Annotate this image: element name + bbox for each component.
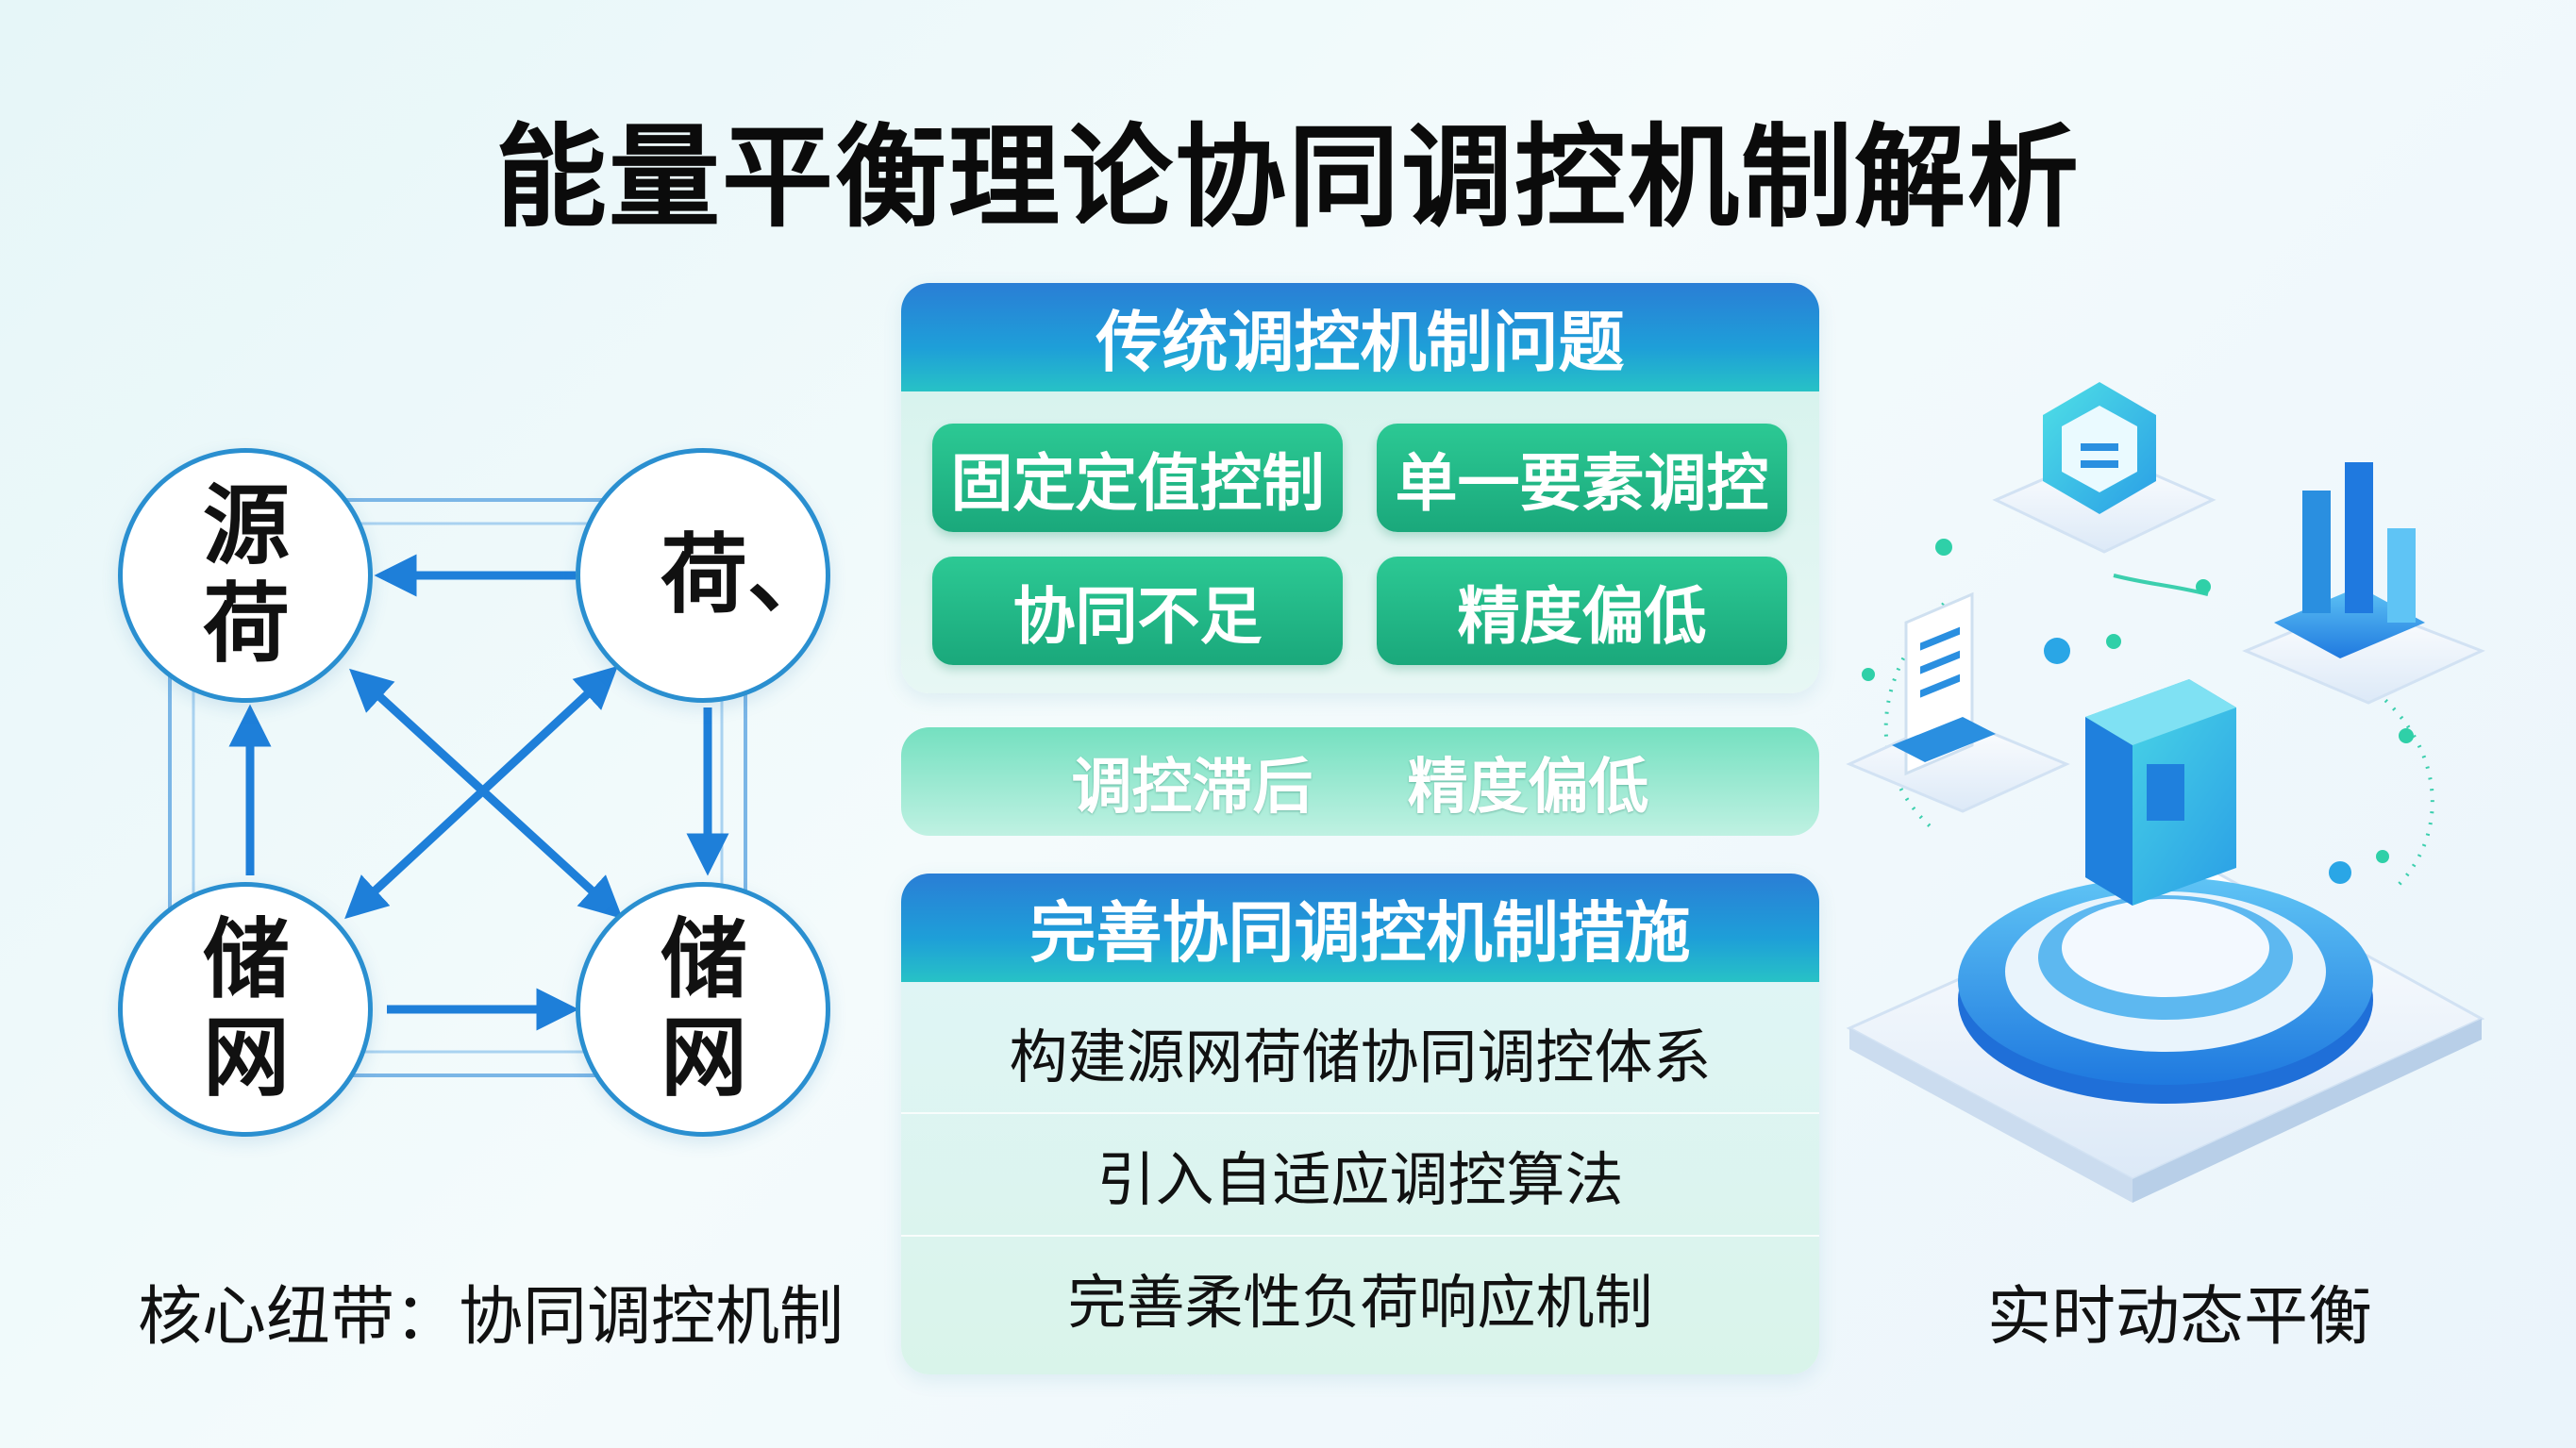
lag-bar-item: 精度偏低 <box>1407 752 1649 823</box>
node-load: 荷、 <box>576 448 835 703</box>
node-storage-grid-left: 储网 <box>118 882 373 1137</box>
measure-item: 完善柔性负荷响应机制 <box>1067 1268 1653 1337</box>
connector-arc <box>2113 574 2209 596</box>
node-dot <box>1935 539 1952 556</box>
center-block-top <box>2085 679 2236 745</box>
doc-line <box>1920 650 1960 674</box>
center-block-notch <box>2147 764 2184 821</box>
dynamic-balance-illustration <box>1831 340 2510 1226</box>
node-label: 荷、 <box>661 524 835 625</box>
center-block-face <box>2085 717 2133 906</box>
problem-item: 协同不足 <box>932 557 1343 665</box>
node-dot <box>1862 668 1875 681</box>
node-dot <box>2399 728 2414 743</box>
coordination-diagram: 源荷 荷、 储网 储网 <box>104 434 859 1151</box>
node-source-load: 源荷 <box>118 448 373 703</box>
node-dot <box>2044 638 2070 664</box>
chart-bar <box>2387 528 2416 623</box>
isometric-platform-graphic <box>1846 382 2485 1203</box>
diagram-connectors <box>168 498 747 1077</box>
problems-header: 传统调控机制问题 <box>901 283 1819 391</box>
problem-item: 固定定值控制 <box>932 424 1343 532</box>
node-label: 源荷 <box>203 475 291 674</box>
measures-list: 构建源网荷储协同调控体系 引入自适应调控算法 完善柔性负荷响应机制 <box>901 982 1819 1374</box>
measures-panel: 完善协同调控机制措施 构建源网荷储协同调控体系 引入自适应调控算法 完善柔性负荷… <box>901 874 1819 1374</box>
left-caption: 核心纽带：协同调控机制 <box>137 1280 844 1355</box>
chart-bar <box>2345 462 2373 613</box>
measure-item: 构建源网荷储协同调控体系 <box>901 991 1819 1114</box>
right-caption: 实时动态平衡 <box>1986 1280 2372 1355</box>
measures-header: 完善协同调控机制措施 <box>901 874 1819 982</box>
node-label: 储网 <box>203 909 291 1108</box>
lag-bar: 调控滞后 精度偏低 <box>901 727 1819 836</box>
lag-bar-item: 调控滞后 <box>1071 752 1313 823</box>
center-column: 传统调控机制问题 固定定值控制 单一要素调控 协同不足 精度偏低 调控滞后 精度… <box>901 283 1819 1374</box>
chart-bar <box>2302 491 2331 613</box>
node-label: 储网 <box>661 909 748 1108</box>
chip-line <box>2081 460 2118 468</box>
node-dot <box>2329 861 2351 884</box>
ring <box>2062 899 2269 997</box>
doc-base <box>1892 717 1996 762</box>
outer-frame <box>168 498 747 1077</box>
node-dot <box>2196 579 2211 594</box>
connector-arc <box>1883 602 1946 832</box>
chip-line <box>2081 443 2118 451</box>
problem-item: 精度偏低 <box>1377 557 1787 665</box>
problem-item: 单一要素调控 <box>1377 424 1787 532</box>
node-dot <box>2376 850 2389 863</box>
page-title: 能量平衡理论协同调控机制解析 <box>494 112 2081 242</box>
problems-grid: 固定定值控制 单一要素调控 协同不足 精度偏低 <box>901 391 1819 693</box>
inner-frame <box>192 522 724 1054</box>
problems-panel: 传统调控机制问题 固定定值控制 单一要素调控 协同不足 精度偏低 <box>901 283 1819 693</box>
arrow-diagonal-2 <box>344 665 618 920</box>
doc-line <box>1920 674 1960 698</box>
base-platform-side <box>2133 1019 2482 1203</box>
node-storage-grid-right: 储网 <box>576 882 830 1137</box>
node-dot <box>2106 634 2121 649</box>
doc-line <box>1920 626 1960 651</box>
connector-arc <box>2357 677 2434 889</box>
base-platform-side <box>1849 1028 2133 1203</box>
measure-item: 引入自适应调控算法 <box>901 1114 1819 1237</box>
